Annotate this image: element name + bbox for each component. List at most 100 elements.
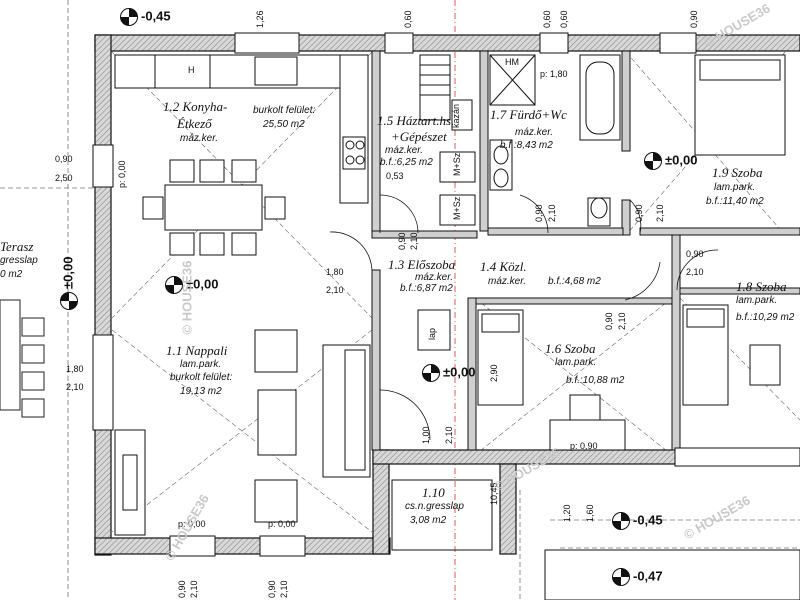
- room18-area: b.f.:10,29 m2: [736, 312, 795, 323]
- room18-floor: lam.park.: [736, 295, 778, 306]
- level-marker-terrace: ±0,00: [60, 257, 78, 310]
- entry-id: 1.10: [422, 485, 445, 500]
- terrace-table: [0, 299, 45, 418]
- level-bottom-value: -0,47: [633, 568, 663, 584]
- room19-id: 1.9 Szoba: [712, 165, 763, 180]
- dim-room16-p: p: 0,90: [570, 441, 598, 451]
- level-icon: [60, 292, 78, 310]
- level-marker-top: -0,45: [120, 8, 171, 26]
- level-bedroom-value: ±0,00: [665, 152, 698, 168]
- level-terrace-value: ±0,00: [60, 256, 76, 289]
- dim-210e: 2,10: [686, 267, 704, 277]
- tag-lap: lap: [427, 327, 437, 340]
- dim-053: 0,53: [386, 171, 404, 181]
- dim-p180: p: 1,80: [540, 69, 568, 79]
- dim-090c: 0,90: [634, 204, 644, 222]
- dim-door-hall-h: 2,10: [326, 285, 344, 295]
- utility-floor: máz.ker.: [385, 145, 423, 156]
- dim-win-left-w: 0,90: [55, 154, 73, 164]
- kitchen-id: 1.2 Konyha-: [163, 99, 228, 114]
- dim-bot-h1: 2,10: [189, 580, 199, 598]
- hall-floor: máz.ker.: [415, 272, 453, 283]
- level-icon: [644, 152, 662, 170]
- level-icon: [612, 512, 630, 530]
- utility-area: b.f.:6,25 m2: [380, 157, 433, 168]
- entry-porch: [391, 479, 493, 551]
- dim-090d: 0,90: [604, 312, 614, 330]
- entry-area: 3,08 m2: [410, 515, 447, 526]
- dim-bot-h2: 2,10: [279, 580, 289, 598]
- level-icon: [120, 8, 138, 26]
- dim-bot-w1: 0,90: [177, 580, 187, 598]
- terrace-floor: gresslap: [0, 255, 38, 266]
- room19-floor: lam.park.: [714, 182, 756, 193]
- hall-id: 1.3 Előszoba: [388, 257, 456, 272]
- dim-top-3: 0,60: [542, 10, 552, 28]
- dining-table: [142, 159, 286, 256]
- dim-090e: 0,90: [686, 249, 704, 259]
- dim-210a: 2,10: [409, 232, 419, 250]
- hall-area: b.f.:6,87 m2: [400, 283, 453, 294]
- dim-210b: 2,10: [547, 204, 557, 222]
- dim-top-1: 1,26: [255, 10, 265, 28]
- room16-id: 1.6 Szoba: [545, 341, 596, 356]
- tag-hm: HM: [505, 57, 519, 67]
- dim-bot-w2: 0,90: [267, 580, 277, 598]
- living-area: 19,13 m2: [180, 386, 222, 397]
- tag-kazan: kazán: [451, 103, 461, 128]
- dim-kitchen-p: p: 0,00: [117, 160, 127, 188]
- tag-ms2: M+Sz: [452, 196, 462, 220]
- dim-entry-2: 2,10: [444, 426, 454, 444]
- living-note: burkolt felület:: [170, 372, 233, 383]
- utility-id2: +Gépészet: [391, 129, 447, 144]
- bath-area: b.f.:8,43 m2: [500, 140, 553, 151]
- tag-ms1: M+Sz: [452, 152, 462, 176]
- level-entry-value: -0,45: [633, 512, 663, 528]
- living-id: 1.1 Nappali: [166, 343, 228, 358]
- corridor-floor: máz.ker.: [488, 276, 526, 287]
- dim-210d: 2,10: [617, 312, 627, 330]
- bath-floor: máz.ker.: [515, 127, 553, 138]
- level-marker-kitchen: ±0,00: [165, 276, 218, 294]
- dim-top-b: 0,90: [689, 10, 699, 28]
- utility-fixtures: [417, 54, 476, 351]
- windows: [92, 32, 800, 557]
- tag-h: H: [188, 65, 195, 75]
- living-furniture: [114, 329, 371, 536]
- kitchen-area: 25,50 m2: [263, 119, 305, 130]
- dim-090a: 0,90: [397, 232, 407, 250]
- level-marker-bottom: -0,47: [612, 568, 663, 586]
- room16-floor: lam.park.: [555, 357, 597, 368]
- level-icon: [612, 568, 630, 586]
- level-marker-hall: ±0,00: [422, 364, 475, 382]
- lower-step: [544, 549, 800, 600]
- level-top-value: -0,45: [141, 8, 171, 24]
- kitchen-id2: Étkező: [177, 116, 212, 131]
- bath-id: 1.7 Fürdő+Wc: [490, 107, 567, 122]
- dim-door-terrace-w: 1,80: [66, 364, 84, 374]
- corridor-id: 1.4 Közl.: [480, 259, 527, 274]
- level-icon: [165, 276, 183, 294]
- room18-id: 1.8 Szoba: [736, 279, 787, 294]
- watermark: © HOUSE36: [179, 260, 195, 335]
- level-kitchen-value: ±0,00: [186, 276, 219, 292]
- living-floor: lam.park.: [180, 359, 222, 370]
- bedroom-furniture: [477, 54, 786, 451]
- kitchen-note: burkolt felület:: [253, 105, 316, 116]
- level-marker-entry: -0,45: [612, 512, 663, 530]
- level-hall-value: ±0,00: [443, 364, 476, 380]
- dim-090b: 0,90: [534, 204, 544, 222]
- corridor-area: b.f.:4,68 m2: [548, 276, 601, 287]
- dim-210c: 2,10: [655, 204, 665, 222]
- room19-area: b.f.:11,40 m2: [706, 196, 764, 207]
- dim-room16-win-h: 2,90: [489, 364, 499, 382]
- level-icon: [422, 364, 440, 382]
- level-marker-bedroom: ±0,00: [644, 152, 697, 170]
- inner-walls: [371, 50, 800, 451]
- entry-floor: cs.n.gresslap: [405, 501, 464, 512]
- utility-id: 1.5 Háztart.hs.: [377, 113, 455, 128]
- dim-entry-4: 1,20: [562, 504, 572, 522]
- dim-win-left-h: 2,50: [55, 173, 73, 183]
- dim-entry-5: 1,60: [585, 504, 595, 522]
- dim-top-2: 0,60: [403, 10, 413, 28]
